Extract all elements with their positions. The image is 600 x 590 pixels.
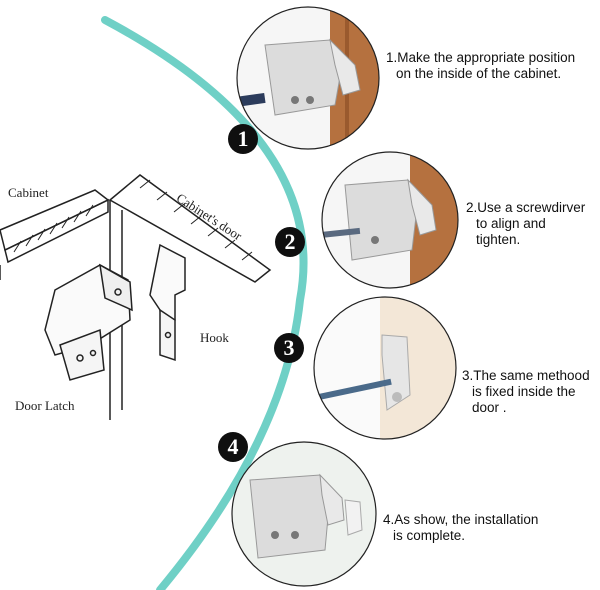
cabinet-diagram — [0, 174, 272, 420]
step-1-text: 1.Make the appropriate position on the i… — [386, 50, 575, 82]
step-2-text: 2.Use a screwdirver to align and tighten… — [466, 200, 585, 248]
step-3-line-3: door . — [472, 400, 507, 415]
door-latch-label: Door Latch — [15, 398, 75, 413]
step-2-photo — [321, 151, 459, 289]
step-2-line-3: tighten. — [476, 232, 521, 247]
step-2-badge: 2 — [275, 227, 305, 257]
step-1-line-1: 1.Make the appropriate position — [386, 50, 576, 65]
step-3-line-1: 3.The same methood — [462, 368, 590, 383]
step-1-photo — [236, 6, 380, 150]
step-3-line-2: is fixed inside the — [472, 384, 576, 399]
step-3-badge: 3 — [274, 333, 304, 363]
step-3-text: 3.The same methood is fixed inside the d… — [462, 368, 590, 416]
step-4-line-1: 4.As show, the installation — [383, 512, 539, 527]
hook-label: Hook — [200, 330, 229, 345]
step-3-photo — [313, 296, 457, 440]
step-2-line-1: 2.Use a screwdirver — [466, 200, 586, 215]
step-4-text: 4.As show, the installation is complete. — [383, 512, 538, 544]
step-4-photo — [231, 441, 377, 587]
step-2-line-2: to align and — [476, 216, 546, 231]
step-1-line-2: on the inside of the cabinet. — [396, 66, 562, 81]
step-4-line-2: is complete. — [393, 528, 466, 543]
step-4-badge: 4 — [218, 432, 248, 462]
cabinet-label: Cabinet — [8, 185, 49, 200]
step-1-badge: 1 — [228, 124, 258, 154]
